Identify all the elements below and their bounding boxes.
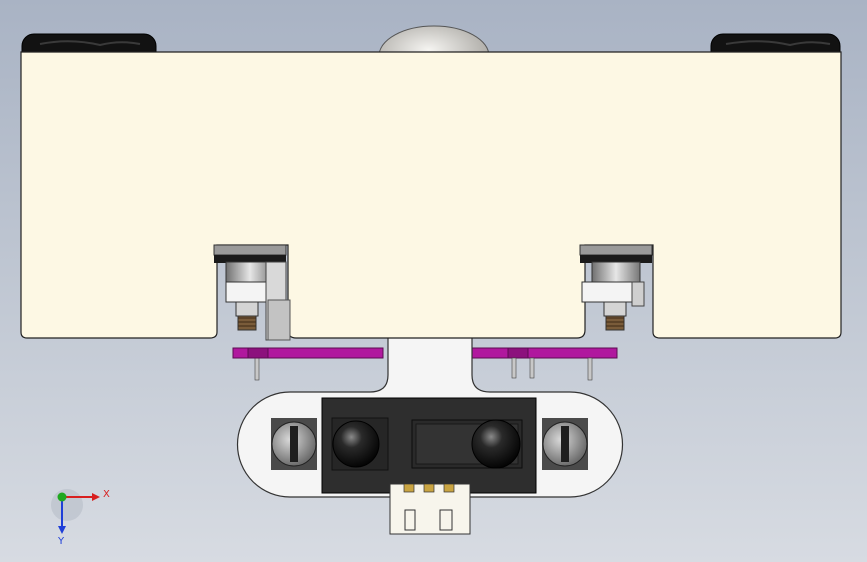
pcb-right [469, 347, 618, 381]
triad-y-axis [57, 492, 67, 502]
triad-z-arrow [58, 526, 66, 534]
mount-screw-right [542, 418, 588, 470]
triad-hub [51, 489, 83, 521]
sensor-connector [389, 483, 471, 535]
mount-screw-left [271, 418, 317, 470]
ir-emitter-lens [332, 420, 380, 468]
pcb-left [232, 347, 384, 381]
chassis-plate [20, 51, 842, 339]
standoff-left [213, 244, 291, 341]
triad-x-label: X [103, 489, 110, 500]
ir-receiver-lens [471, 419, 521, 469]
standoff-right [579, 244, 653, 331]
triad-y-label: Y [57, 536, 65, 547]
coordinate-triad[interactable]: X Y [51, 489, 110, 547]
triad-x-arrow [92, 493, 100, 501]
